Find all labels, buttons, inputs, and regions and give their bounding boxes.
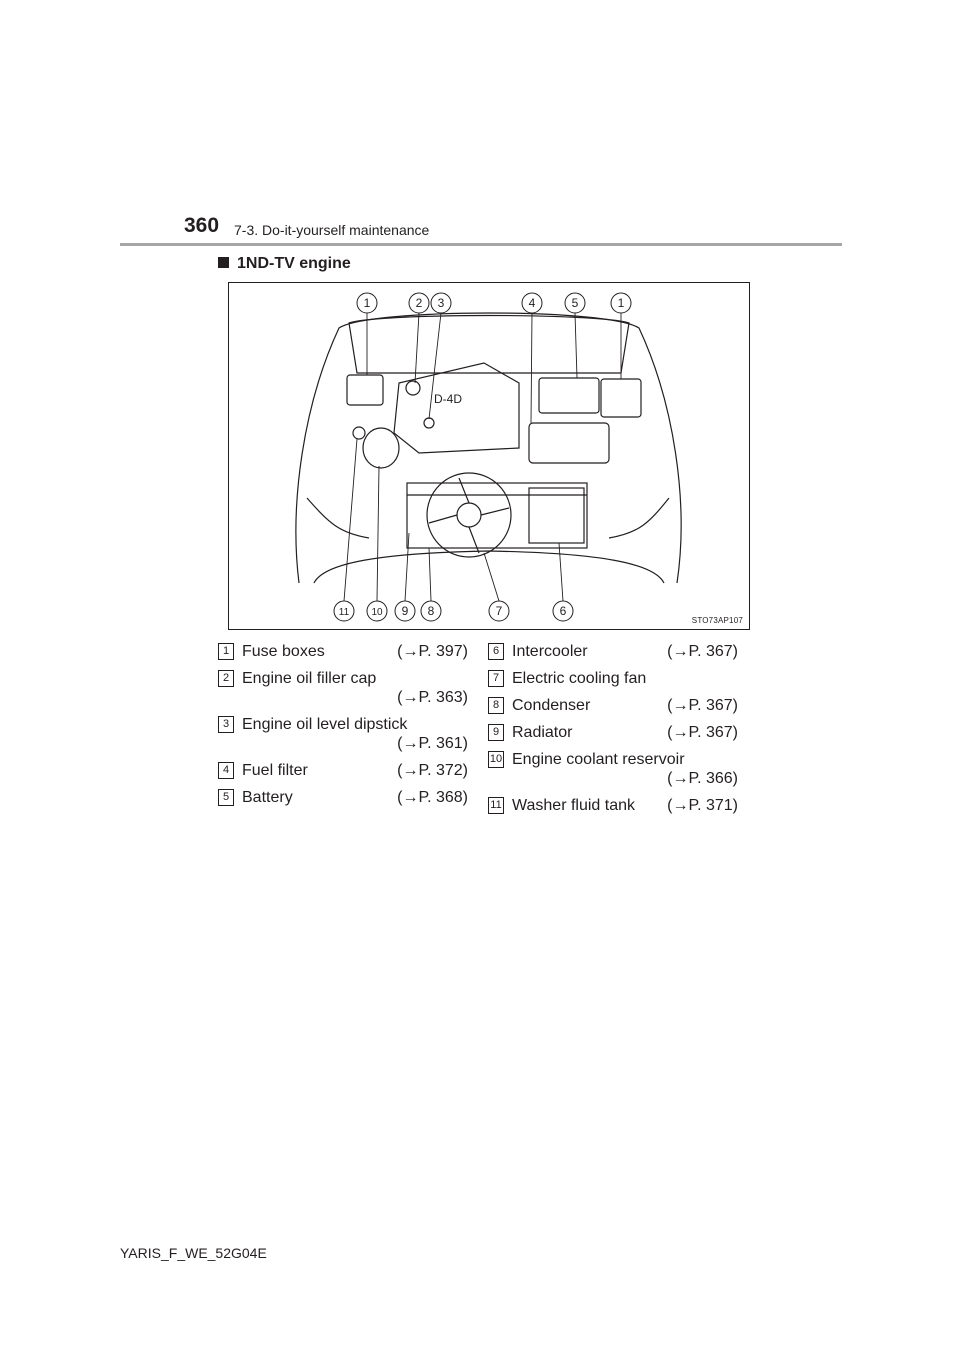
legend-item: 8 Condenser (→P. 367) (488, 696, 738, 715)
engine-compartment-figure: D-4D (228, 282, 750, 630)
callout-label: 10 (371, 607, 383, 618)
callout-1-top-right (610, 292, 632, 314)
legend-item: 10 Engine coolant reservoir (→P. 366) (488, 750, 738, 788)
legend-number: 7 (488, 670, 504, 687)
legend-left: 1 Fuse boxes (→P. 397) 2 Engine oil fille… (218, 642, 468, 815)
legend-item: 7 Electric cooling fan (488, 669, 738, 688)
legend-label: Radiator (512, 724, 573, 741)
figure-code: STO73AP107 (691, 616, 743, 625)
page-reference: (→P. 397) (397, 643, 468, 660)
legend-label: Engine coolant reservoir (512, 751, 685, 768)
callout-label: 9 (402, 604, 409, 618)
legend-item: 5 Battery (→P. 368) (218, 788, 468, 807)
legend-number: 11 (488, 797, 504, 814)
callout-label: 11 (339, 607, 350, 618)
legend-number: 10 (488, 751, 504, 768)
legend-label: Condenser (512, 697, 591, 714)
legend-number: 4 (218, 762, 234, 779)
page-reference: (→P. 372) (397, 762, 468, 779)
legend-number: 6 (488, 643, 504, 660)
callout-label: 5 (572, 296, 579, 310)
callout-label: 4 (529, 296, 536, 310)
callout-5 (564, 292, 586, 314)
subheading-text: 1ND-TV engine (237, 255, 351, 272)
callout-label: 3 (438, 296, 445, 310)
square-bullet-icon (218, 257, 229, 268)
callout-label: 8 (428, 604, 435, 618)
page-reference: (→P. 361) (397, 735, 468, 752)
callout-label: 1 (364, 296, 371, 310)
legend-item: 11 Washer fluid tank (→P. 371) (488, 796, 738, 815)
page-reference: (→P. 367) (667, 643, 738, 660)
section-title: 7-3. Do-it-yourself maintenance (234, 222, 430, 238)
legend-item: 4 Fuel filter (→P. 372) (218, 761, 468, 780)
callout-label: 6 (560, 604, 567, 618)
legend-label: Engine oil filler cap (242, 670, 377, 687)
legend-item: 2 Engine oil filler cap (→P. 363) (218, 669, 468, 707)
subheading: 1ND-TV engine (218, 255, 351, 273)
header-divider (120, 243, 842, 246)
callout-10 (366, 600, 388, 622)
page-reference: (→P. 368) (397, 789, 468, 806)
page-reference: (→P. 363) (397, 689, 468, 706)
callout-8 (420, 600, 442, 622)
callout-4 (521, 292, 543, 314)
legend-label: Battery (242, 789, 293, 806)
legend-item: 3 Engine oil level dipstick (→P. 361) (218, 715, 468, 753)
legend-right: 6 Intercooler (→P. 367) 7 Electric coolin… (488, 642, 738, 823)
legend-number: 1 (218, 643, 234, 660)
legend-label: Fuse boxes (242, 643, 325, 660)
callout-1-top-left (356, 292, 378, 314)
legend-number: 5 (218, 789, 234, 806)
page-reference: (→P. 367) (667, 697, 738, 714)
legend-item: 9 Radiator (→P. 367) (488, 723, 738, 742)
legend-label: Electric cooling fan (512, 670, 647, 687)
engine-illustration: D-4D (295, 292, 682, 622)
legend-number: 2 (218, 670, 234, 687)
page-reference: (→P. 371) (667, 797, 738, 814)
callout-label: 1 (618, 296, 625, 310)
legend-label: Fuel filter (242, 762, 308, 779)
page-reference: (→P. 367) (667, 724, 738, 741)
callout-label: 2 (416, 296, 423, 310)
legend-number: 9 (488, 724, 504, 741)
callout-3 (430, 292, 452, 314)
svg-text:D-4D: D-4D (434, 392, 462, 406)
legend-label: Washer fluid tank (512, 797, 636, 814)
legend-number: 8 (488, 697, 504, 714)
legend-number: 3 (218, 716, 234, 733)
callout-6 (552, 600, 574, 622)
callout-11 (333, 600, 355, 622)
document-code-footer: YARIS_F_WE_52G04E (120, 1245, 267, 1261)
legend-item: 6 Intercooler (→P. 367) (488, 642, 738, 661)
legend-item: 1 Fuse boxes (→P. 397) (218, 642, 468, 661)
legend-label: Engine oil level dipstick (242, 716, 408, 733)
page-number: 360 (184, 214, 220, 237)
callout-label: 7 (496, 604, 503, 618)
callout-9 (394, 600, 416, 622)
callout-2 (408, 292, 430, 314)
callout-7 (488, 600, 510, 622)
page-reference: (→P. 366) (667, 770, 738, 787)
legend-label: Intercooler (512, 643, 588, 660)
